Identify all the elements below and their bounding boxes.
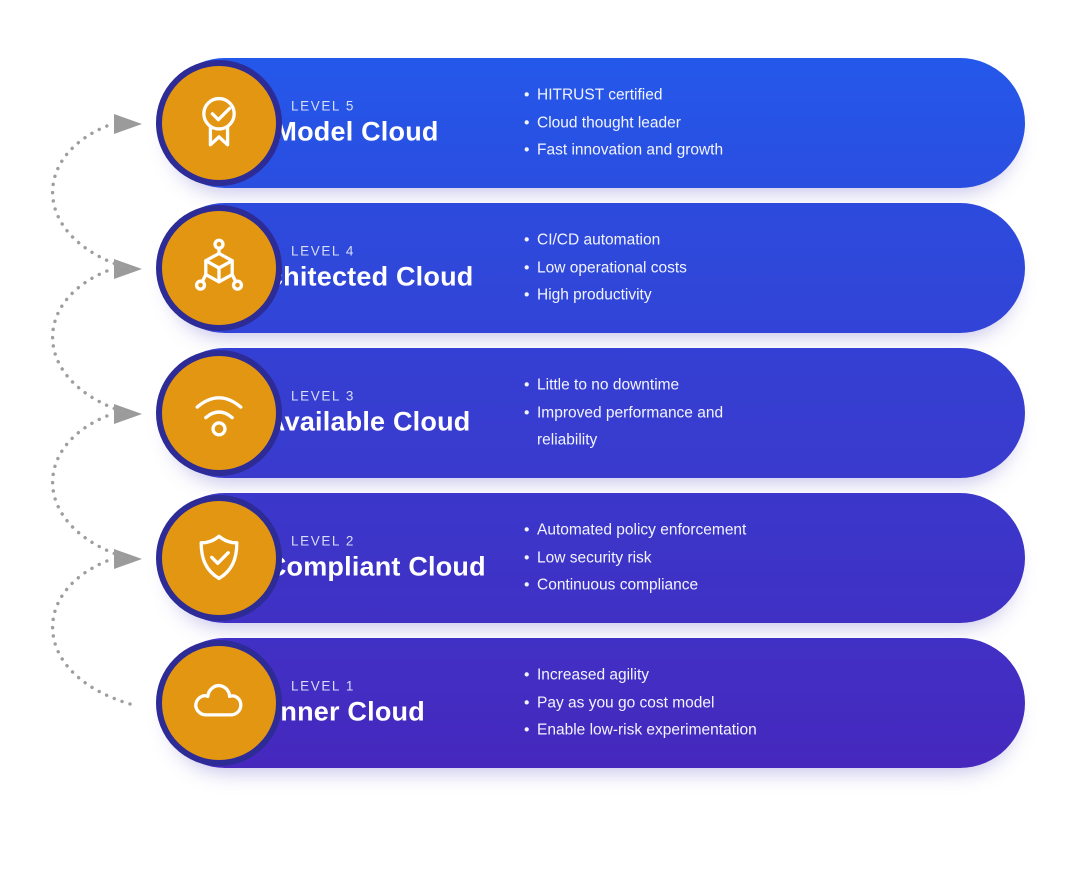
arrowhead-icon [114, 404, 142, 424]
cloud-icon [194, 683, 243, 717]
bullet-item: Little to no downtime [524, 372, 786, 400]
bullet-item: Pay as you go cost model [524, 689, 786, 717]
arrowhead-icon [114, 259, 142, 279]
bullet-item: Improved performance and reliability [524, 399, 786, 454]
level-badge [156, 60, 282, 186]
bullet-item: Automated policy enforcement [524, 517, 786, 545]
level-label: LEVEL 4 [291, 243, 355, 259]
bullet-item: Enable low-risk experimentation [524, 717, 786, 745]
level-badge [156, 350, 282, 476]
level-badge [156, 640, 282, 766]
medal-award-icon [202, 96, 236, 147]
level-badge [156, 205, 282, 331]
dotted-arc [50, 267, 132, 416]
bullet-item: Increased agility [524, 662, 786, 690]
bullet-item: Low operational costs [524, 254, 786, 282]
dotted-arc [50, 557, 132, 706]
bullet-item: High productivity [524, 282, 786, 310]
cube-nodes-icon [194, 238, 244, 291]
progression-arrows [50, 114, 142, 706]
maturity-row-level-2: LEVEL 2 Secure, Compliant Cloud Automate… [0, 493, 1082, 623]
arrowhead-icon [114, 114, 142, 134]
maturity-row-level-5: LEVEL 5 Role Model Cloud HITRUST certifi… [0, 58, 1082, 188]
level-badge [156, 495, 282, 621]
maturity-row-level-4: LEVEL 4 Well-Architected Cloud CI/CD aut… [0, 203, 1082, 333]
level-bullets: Automated policy enforcement Low securit… [524, 517, 786, 600]
maturity-row-level-3: LEVEL 3 Highly Available Cloud Little to… [0, 348, 1082, 478]
level-label: LEVEL 3 [291, 388, 355, 404]
arrow-level2-to-level3 [50, 404, 142, 561]
arrow-level1-to-level2 [50, 549, 142, 706]
level-bullets: Increased agility Pay as you go cost mod… [524, 662, 786, 745]
bullet-item: Low security risk [524, 544, 786, 572]
bullet-item: Cloud thought leader [524, 109, 786, 137]
maturity-row-level-1: LEVEL 1 Beginner Cloud Increased agility… [0, 638, 1082, 768]
level-label: LEVEL 1 [291, 678, 355, 694]
arrow-level3-to-level4 [50, 259, 142, 416]
bullet-item: Fast innovation and growth [524, 137, 786, 165]
level-bullets: HITRUST certified Cloud thought leader F… [524, 82, 786, 165]
bullet-item: HITRUST certified [524, 82, 786, 110]
level-label: LEVEL 2 [291, 533, 355, 549]
bullet-item: Continuous compliance [524, 572, 786, 600]
arrowhead-icon [114, 549, 142, 569]
level-bullets: Little to no downtime Improved performan… [524, 372, 786, 455]
wifi-signal-icon [195, 396, 243, 437]
level-label: LEVEL 5 [291, 98, 355, 114]
shield-check-icon [199, 534, 239, 581]
level-bullets: CI/CD automation Low operational costs H… [524, 227, 786, 310]
arrow-level4-to-level5 [50, 114, 142, 271]
bullet-item: CI/CD automation [524, 227, 786, 255]
dotted-arc [50, 122, 132, 271]
dotted-arc [50, 412, 132, 561]
